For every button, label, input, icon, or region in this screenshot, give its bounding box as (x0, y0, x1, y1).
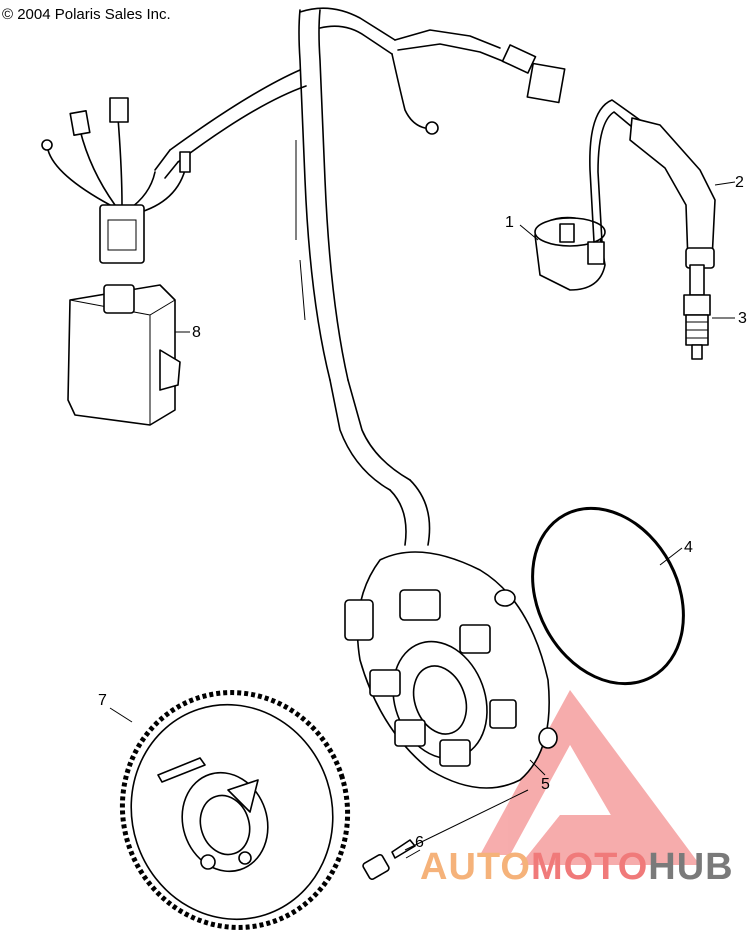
callout-1: 1 (505, 214, 514, 231)
wiring-harness (154, 7, 566, 546)
wire-connector-terminals (41, 97, 191, 264)
flywheel (109, 690, 351, 930)
callout-6: 6 (415, 834, 424, 851)
watermark-part2: MOTO (530, 846, 649, 888)
callout-5: 5 (541, 776, 550, 793)
spark-plug (683, 264, 735, 360)
copyright-notice: © 2004 Polaris Sales Inc. (2, 6, 171, 23)
stator (344, 551, 558, 789)
callout-8: 8 (192, 324, 201, 341)
ignition-coil (519, 99, 641, 291)
cdi-module (67, 284, 190, 426)
spark-plug-cap (629, 117, 736, 269)
callout-4: 4 (684, 539, 693, 556)
callout-7: 7 (98, 692, 107, 709)
watermark-text: AUTOMOTOHUB (420, 846, 734, 889)
watermark-part1: AUTO (420, 846, 531, 888)
stator-bolt (362, 789, 529, 880)
watermark-logo-triangle (480, 690, 700, 865)
callout-3: 3 (738, 310, 747, 327)
callout-2: 2 (735, 174, 744, 191)
o-ring (531, 506, 685, 686)
watermark-part3: HUB (648, 846, 734, 888)
